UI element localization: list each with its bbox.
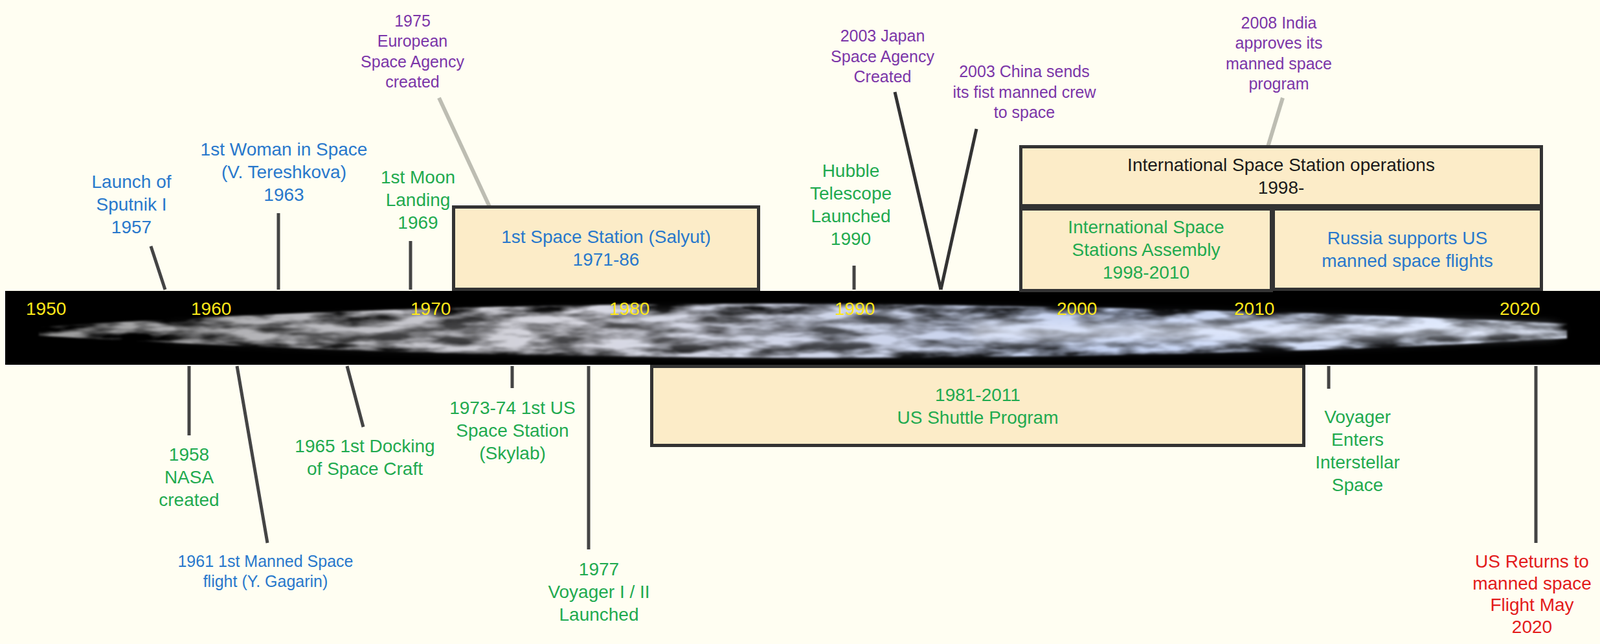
year-label: 1950 xyxy=(25,297,67,320)
box-text: International Space Station operations xyxy=(1127,153,1435,177)
event-label: 2003 Japan Space Agency Created xyxy=(828,25,937,87)
leader-line xyxy=(1327,365,1331,389)
event-label: 1st Woman in Space (V. Tereshkova) 1963 xyxy=(198,137,370,206)
year-label: 1960 xyxy=(191,297,232,320)
leader-line xyxy=(236,365,268,543)
leader-line xyxy=(894,91,941,290)
box-text: 1998-2010 xyxy=(1102,260,1190,284)
year-label: 2010 xyxy=(1234,297,1275,320)
event-label: 1961 1st Manned Space flight (Y. Gagarin… xyxy=(174,551,357,592)
year-label: 2000 xyxy=(1056,297,1097,320)
box-text: US Shuttle Program xyxy=(897,405,1059,429)
leader-line xyxy=(187,365,192,436)
box-text: 1981-2011 xyxy=(935,383,1021,406)
event-label: 1965 1st Docking of Space Craft xyxy=(292,434,438,480)
leader-line xyxy=(940,128,977,290)
box-text: International Space Stations Assembly xyxy=(1039,215,1253,261)
event-box: International Space Station operations19… xyxy=(1019,145,1544,208)
event-label: 1977 Voyager I / II Launched xyxy=(543,557,654,626)
event-label: 1975 European Space Agency created xyxy=(358,11,467,92)
nebula-core xyxy=(971,323,1561,340)
year-label: 2020 xyxy=(1499,297,1540,320)
leader-line xyxy=(277,213,281,290)
year-label: 1990 xyxy=(834,297,875,320)
event-label: 2008 India approves its manned space pro… xyxy=(1214,12,1344,94)
event-box: 1st Space Station (Salyut)1971-86 xyxy=(451,205,761,291)
box-text: 1998- xyxy=(1258,176,1305,199)
box-text: 1st Space Station (Salyut) xyxy=(501,225,711,248)
event-label: 2003 China sends its fist manned crew to… xyxy=(949,61,1099,123)
event-box: 1981-2011US Shuttle Program xyxy=(650,364,1306,447)
box-text: 1971-86 xyxy=(573,247,640,271)
event-label: 1958 NASA created xyxy=(153,442,225,511)
box-text: Russia supports US manned space flights xyxy=(1304,226,1512,272)
leader-line xyxy=(347,365,364,427)
timeline-band xyxy=(5,290,1600,365)
event-label: Launch of Sputnik I 1957 xyxy=(86,170,177,239)
event-label: Hubble Telescope Launched 1990 xyxy=(805,159,897,250)
leader-line xyxy=(510,365,515,388)
nebula-cloud xyxy=(38,303,1567,359)
event-label: 1st Moon Landing 1969 xyxy=(377,165,459,234)
leader-lines xyxy=(150,91,1536,550)
leader-line xyxy=(409,240,413,290)
leader-line xyxy=(852,265,857,290)
event-label: 1973-74 1st US Space Station (Skylab) xyxy=(446,396,579,465)
leader-line xyxy=(150,246,166,290)
event-label: US Returns to manned space Flight May 20… xyxy=(1469,550,1595,638)
leader-line xyxy=(587,365,591,550)
year-label: 1980 xyxy=(609,297,650,320)
event-box: Russia supports US manned space flights xyxy=(1271,207,1544,291)
event-label: Voyager Enters Interstellar Space xyxy=(1310,405,1405,496)
year-label: 1970 xyxy=(410,297,451,320)
leader-line xyxy=(1534,365,1538,543)
event-box: International Space Stations Assembly199… xyxy=(1019,207,1274,293)
